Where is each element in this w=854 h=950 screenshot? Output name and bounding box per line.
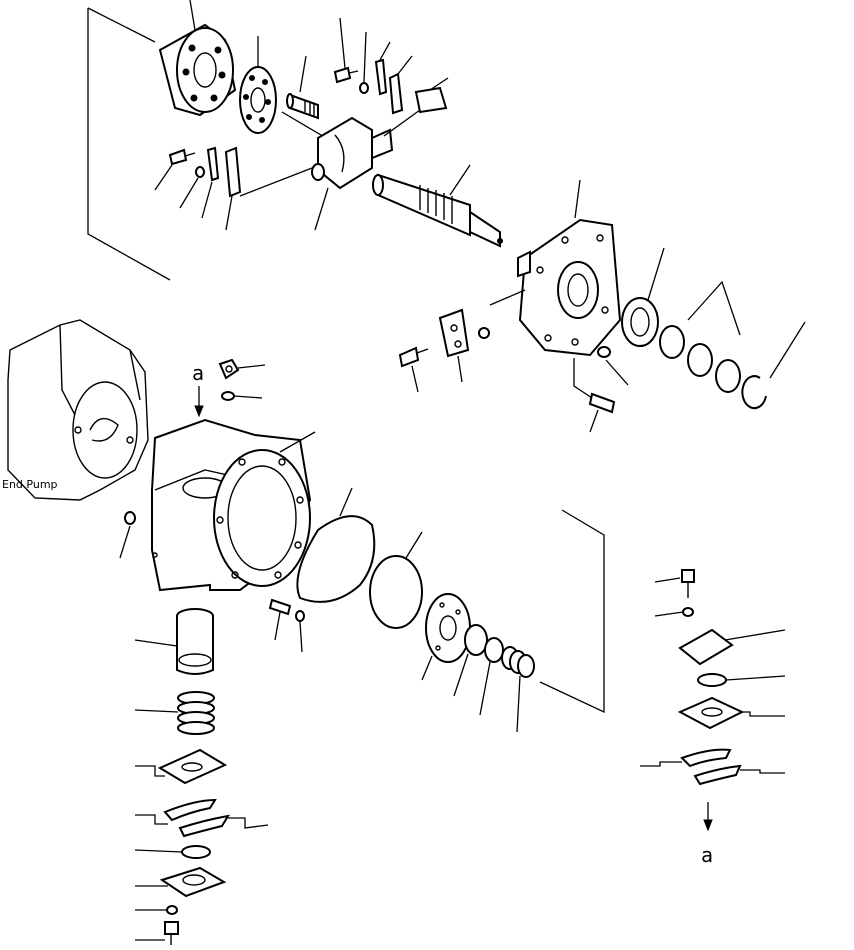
flange-base-left <box>159 866 227 898</box>
marker-a-bottom: a <box>701 843 713 867</box>
seal-ring-3 <box>715 359 741 393</box>
dowel-o-ring <box>295 610 305 622</box>
snap-ring <box>741 375 767 410</box>
shoe-left-2 <box>224 146 242 198</box>
bolt-left-1 <box>168 148 196 166</box>
rocker-cam <box>311 116 394 190</box>
shoe-top-1 <box>374 58 388 96</box>
washer-left-1 <box>195 166 205 178</box>
seal-ring-lower-2 <box>484 637 504 663</box>
plug-front <box>597 346 611 358</box>
lower-assembly-bracket <box>539 509 605 714</box>
pin-small <box>478 327 490 339</box>
servo-bracket <box>438 308 470 358</box>
front-cover <box>517 218 622 357</box>
seal-ring-1 <box>659 325 685 359</box>
cover-plate-right <box>678 628 734 666</box>
split-flange-left <box>163 798 230 838</box>
shoe-left-1 <box>206 146 220 182</box>
washer-top-1 <box>359 82 369 94</box>
shoe-top-2 <box>388 72 404 115</box>
marker-a-top: a <box>192 361 204 385</box>
housing-plug-left <box>124 511 136 525</box>
dowel-pin <box>268 598 292 616</box>
bearing <box>621 297 659 347</box>
key-plate <box>414 86 448 114</box>
suction-pipe <box>176 608 214 675</box>
end-pump-housing <box>7 319 149 501</box>
large-o-ring <box>369 555 423 629</box>
housing-o-ring <box>221 391 235 401</box>
center-pin <box>286 93 319 120</box>
bolt-right <box>681 569 695 598</box>
drive-shaft <box>372 173 503 248</box>
callout-leaders <box>119 0 806 941</box>
bolt-top-1 <box>333 66 359 84</box>
o-ring-right <box>697 673 727 687</box>
end-pump-label: End Pump <box>2 478 58 491</box>
cylinder-block <box>158 23 237 117</box>
flange-plate-right <box>677 696 745 730</box>
seal-ring-lower-1 <box>464 624 488 656</box>
bolt-front-cover <box>588 392 616 414</box>
upper-assembly-bracket <box>87 7 171 281</box>
washer-bottom <box>166 905 178 915</box>
flange-plate-left <box>157 748 228 785</box>
end-cap-plate <box>425 593 471 663</box>
seal-ring-2 <box>687 343 713 377</box>
split-flange-right <box>680 748 742 786</box>
flange-o-ring-left <box>181 845 211 859</box>
valve-plate <box>239 66 277 134</box>
bolt-bottom <box>164 921 179 945</box>
housing-plug-nut <box>218 358 240 380</box>
bolt-bracket <box>398 346 429 368</box>
pump-housing <box>151 418 312 592</box>
suction-spring <box>177 691 215 735</box>
housing-gasket <box>296 515 376 603</box>
washer-right <box>682 607 694 617</box>
arrow-down-bottom <box>703 802 713 832</box>
spring-lower <box>501 646 535 678</box>
arrow-down-top <box>194 386 204 418</box>
